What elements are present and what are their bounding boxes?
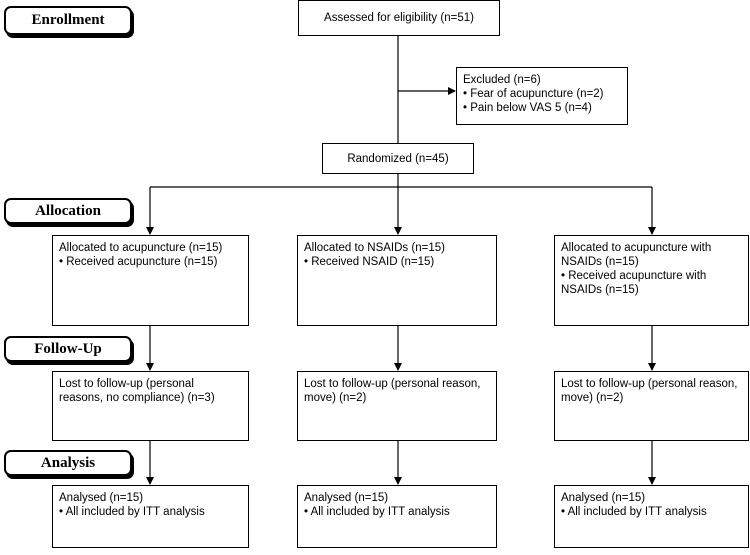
stage-follow-up-label: Follow-Up [34,340,102,357]
arm2-analysed-line: • All included by ITT analysis [304,506,450,518]
assessed-box: Assessed for eligibility (n=51) [298,0,500,36]
arm1-lost-line: Lost to follow-up (personal [59,378,194,390]
arm2-allocated-line: Allocated to NSAIDs (n=15) [304,242,445,254]
randomized-text: Randomized (n=45) [347,152,449,165]
arm2-lost-box: Lost to follow-up (personal reason, move… [297,371,497,441]
arm3-lost-box: Lost to follow-up (personal reason, move… [554,371,749,441]
arm1-allocated-line: • Received acupuncture (n=15) [59,256,218,268]
arm1-lost-box: Lost to follow-up (personal reasons, no … [52,371,249,441]
arm1-allocated-line: Allocated to acupuncture (n=15) [59,242,223,254]
arm3-allocated-line: NSAIDs (n=15) [561,284,639,296]
arm1-analysed-box: Analysed (n=15) • All included by ITT an… [52,485,249,548]
arm1-analysed-line: Analysed (n=15) [59,492,144,504]
arm3-analysed-line: Analysed (n=15) [561,492,646,504]
excluded-title: Excluded (n=6) [463,74,541,86]
arm1-allocated-box: Allocated to acupuncture (n=15) • Receiv… [52,235,249,326]
arm3-allocated-line: Allocated to acupuncture with [561,242,712,254]
arm3-lost-line: move) (n=2) [561,392,624,404]
assessed-text: Assessed for eligibility (n=51) [324,12,474,24]
arm3-allocated-line: NSAIDs (n=15) [561,256,639,268]
arm2-analysed-line: Analysed (n=15) [304,492,389,504]
stage-enrollment: Enrollment [4,6,132,35]
stage-analysis: Analysis [4,450,132,476]
stage-analysis-label: Analysis [40,454,96,471]
arm3-allocated-box: Allocated to acupuncture with NSAIDs (n=… [554,235,749,326]
arm2-allocated-line: • Received NSAID (n=15) [304,256,435,268]
arm3-analysed-box: Analysed (n=15) • All included by ITT an… [554,485,749,548]
arm3-allocated-line: • Received acupuncture with [561,270,707,282]
arm2-allocated-box: Allocated to NSAIDs (n=15) • Received NS… [297,235,497,326]
randomized-box: Randomized (n=45) [322,143,474,174]
excluded-box: Excluded (n=6) • Fear of acupuncture (n=… [456,67,628,125]
arm1-analysed-line: • All included by ITT analysis [59,506,205,518]
stage-allocation: Allocation [4,198,132,224]
arm2-lost-line: move) (n=2) [304,392,367,404]
excluded-item: • Pain below VAS 5 (n=4) [463,102,592,114]
stage-allocation-label: Allocation [35,202,101,219]
arm2-analysed-box: Analysed (n=15) • All included by ITT an… [297,485,497,548]
arm1-lost-line: reasons, no compliance) (n=3) [59,392,215,404]
arm2-lost-line: Lost to follow-up (personal reason, [304,378,481,390]
arm3-lost-line: Lost to follow-up (personal reason, [561,378,738,390]
stage-enrollment-label: Enrollment [31,12,105,28]
stage-follow-up: Follow-Up [4,336,132,362]
excluded-item: • Fear of acupuncture (n=2) [463,88,604,100]
arm3-analysed-line: • All included by ITT analysis [561,506,707,518]
